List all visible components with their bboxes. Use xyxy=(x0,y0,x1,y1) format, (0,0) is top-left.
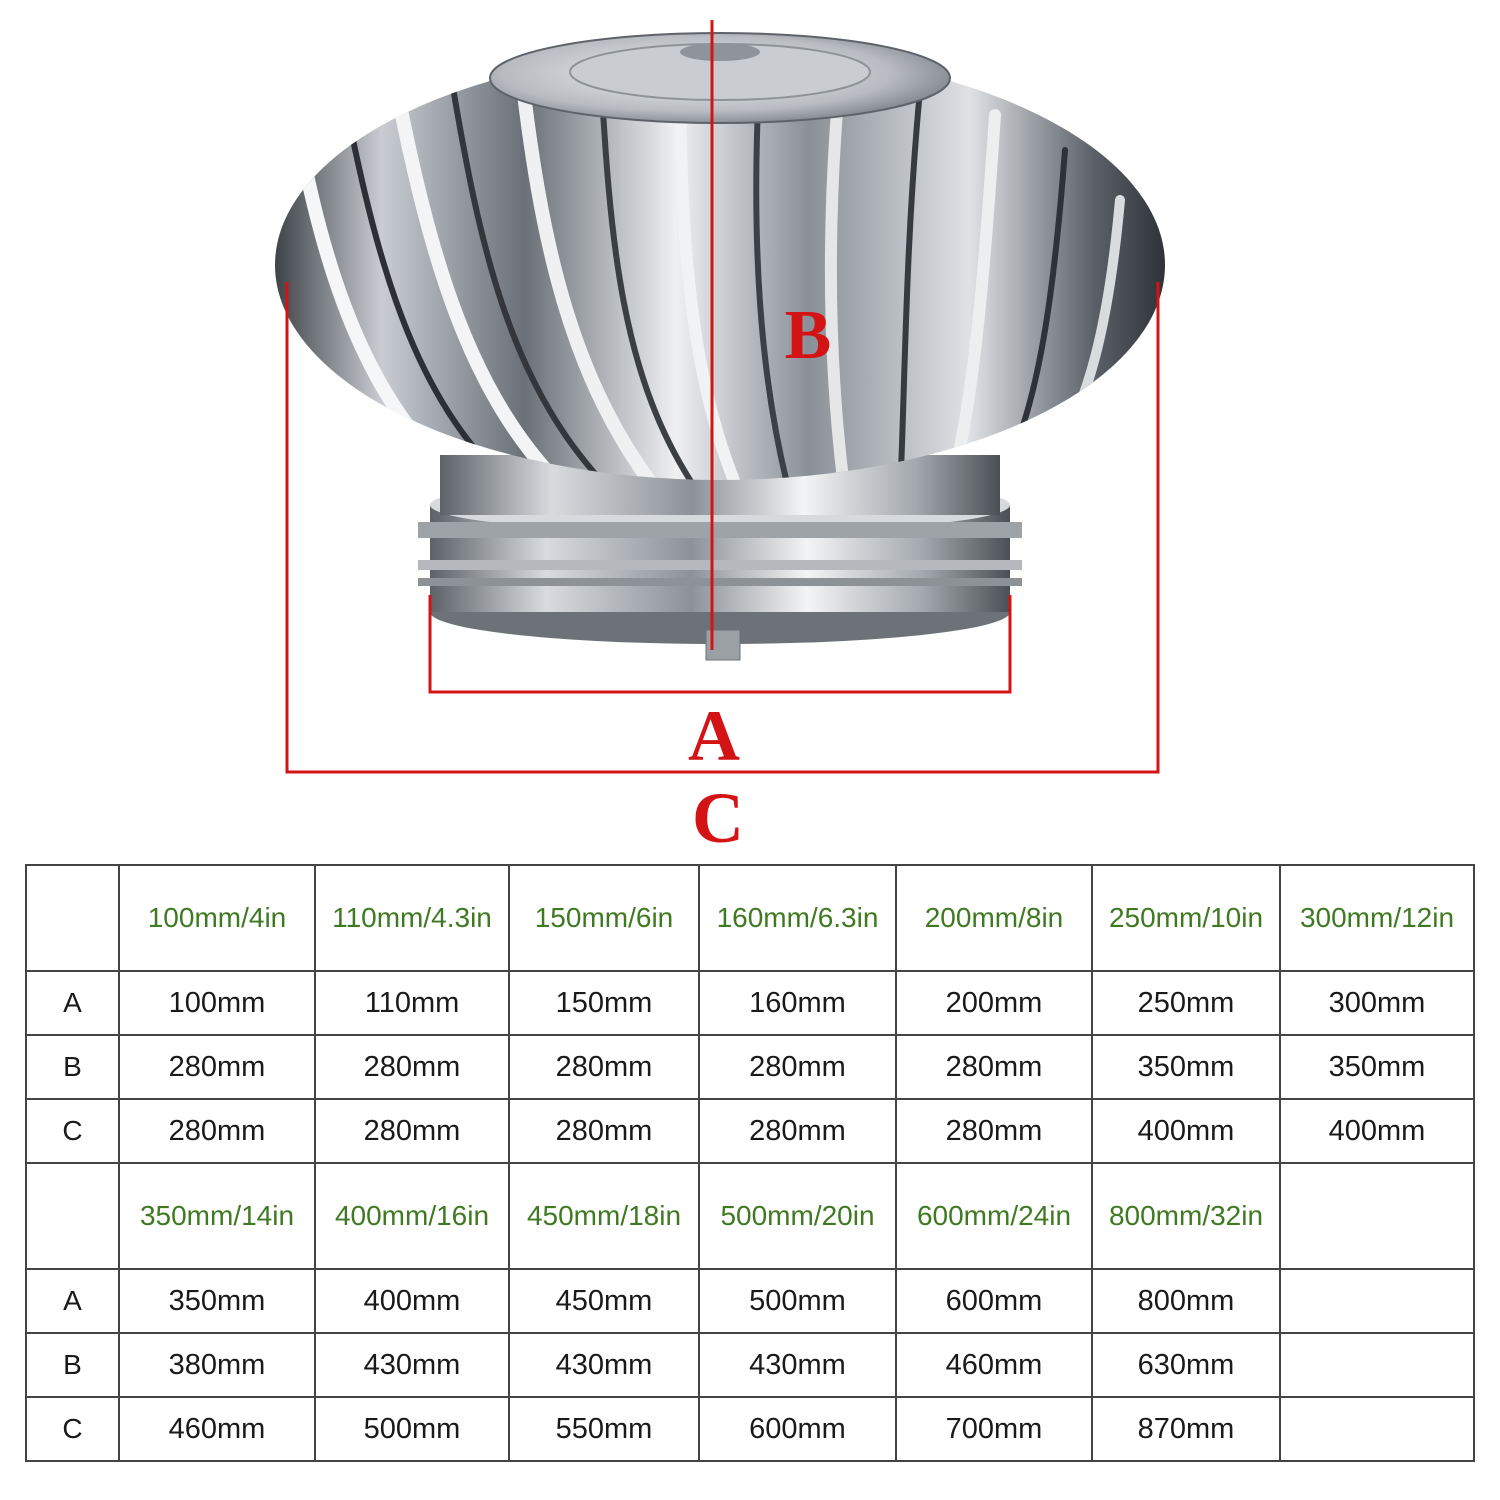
size-header: 350mm/14in xyxy=(118,1162,316,1270)
table-cell: 280mm xyxy=(508,1098,700,1164)
table-cell: 200mm xyxy=(895,970,1093,1036)
size-header: 250mm/10in xyxy=(1091,864,1281,972)
row-label: A xyxy=(25,1268,120,1334)
table-cell: 280mm xyxy=(895,1098,1093,1164)
table-cell: 450mm xyxy=(508,1268,700,1334)
table-cell: 400mm xyxy=(1091,1098,1281,1164)
size-header: 500mm/20in xyxy=(698,1162,897,1270)
table-cell: 400mm xyxy=(314,1268,510,1334)
table-cell: 280mm xyxy=(314,1098,510,1164)
table-row: C 460mm 500mm 550mm 600mm 700mm 870mm xyxy=(25,1396,1475,1462)
table-cell: 870mm xyxy=(1091,1396,1281,1462)
table-cell: 400mm xyxy=(1279,1098,1475,1164)
table-cell xyxy=(1279,1332,1475,1398)
size-header: 600mm/24in xyxy=(895,1162,1093,1270)
table-cell: 250mm xyxy=(1091,970,1281,1036)
corner-cell xyxy=(25,864,120,972)
dimension-label-c: C xyxy=(692,778,744,850)
dimension-label-b: B xyxy=(785,297,832,374)
size-header: 150mm/6in xyxy=(508,864,700,972)
table-cell: 600mm xyxy=(698,1396,897,1462)
row-label: B xyxy=(25,1034,120,1100)
size-header: 400mm/16in xyxy=(314,1162,510,1270)
row-label: C xyxy=(25,1396,120,1462)
table-cell xyxy=(1279,1268,1475,1334)
table-cell: 350mm xyxy=(118,1268,316,1334)
turbine-ventilator-diagram: A B C xyxy=(275,20,1165,850)
table-header-row: 350mm/14in 400mm/16in 450mm/18in 500mm/2… xyxy=(25,1162,1475,1270)
ventilator-dome xyxy=(275,32,1165,480)
table-row: B 280mm 280mm 280mm 280mm 280mm 350mm 35… xyxy=(25,1034,1475,1100)
row-label: C xyxy=(25,1098,120,1164)
size-header: 450mm/18in xyxy=(508,1162,700,1270)
table-cell xyxy=(1279,1396,1475,1462)
table-cell: 460mm xyxy=(118,1396,316,1462)
table-cell: 630mm xyxy=(1091,1332,1281,1398)
table-row: B 380mm 430mm 430mm 430mm 460mm 630mm xyxy=(25,1332,1475,1398)
dimension-label-a: A xyxy=(688,696,740,776)
size-header: 800mm/32in xyxy=(1091,1162,1281,1270)
table-cell: 430mm xyxy=(314,1332,510,1398)
table-row: A 350mm 400mm 450mm 500mm 600mm 800mm xyxy=(25,1268,1475,1334)
row-label: A xyxy=(25,970,120,1036)
table-cell: 500mm xyxy=(698,1268,897,1334)
table-cell: 600mm xyxy=(895,1268,1093,1334)
table-header-row: 100mm/4in 110mm/4.3in 150mm/6in 160mm/6.… xyxy=(25,864,1475,972)
table-cell: 550mm xyxy=(508,1396,700,1462)
size-header: 100mm/4in xyxy=(118,864,316,972)
row-label: B xyxy=(25,1332,120,1398)
table-cell: 280mm xyxy=(118,1098,316,1164)
size-header: 200mm/8in xyxy=(895,864,1093,972)
table-cell: 280mm xyxy=(508,1034,700,1100)
table-cell: 300mm xyxy=(1279,970,1475,1036)
table-row: C 280mm 280mm 280mm 280mm 280mm 400mm 40… xyxy=(25,1098,1475,1164)
table-cell: 500mm xyxy=(314,1396,510,1462)
corner-cell xyxy=(25,1162,120,1270)
table-cell: 430mm xyxy=(698,1332,897,1398)
table-cell: 460mm xyxy=(895,1332,1093,1398)
table-cell: 160mm xyxy=(698,970,897,1036)
ventilator-base xyxy=(418,455,1022,661)
table-cell: 280mm xyxy=(698,1034,897,1100)
size-header: 160mm/6.3in xyxy=(698,864,897,972)
table-cell: 110mm xyxy=(314,970,510,1036)
table-cell: 430mm xyxy=(508,1332,700,1398)
size-header: 300mm/12in xyxy=(1279,864,1475,972)
table-cell: 350mm xyxy=(1279,1034,1475,1100)
table-cell: 350mm xyxy=(1091,1034,1281,1100)
size-header: 110mm/4.3in xyxy=(314,864,510,972)
table-cell: 280mm xyxy=(118,1034,316,1100)
table-cell: 380mm xyxy=(118,1332,316,1398)
size-header xyxy=(1279,1162,1475,1270)
table-cell: 280mm xyxy=(698,1098,897,1164)
table-cell: 800mm xyxy=(1091,1268,1281,1334)
table-cell: 280mm xyxy=(314,1034,510,1100)
dimension-lines xyxy=(285,20,1160,774)
table-cell: 280mm xyxy=(895,1034,1093,1100)
table-cell: 150mm xyxy=(508,970,700,1036)
table-row: A 100mm 110mm 150mm 160mm 200mm 250mm 30… xyxy=(25,970,1475,1036)
table-cell: 100mm xyxy=(118,970,316,1036)
size-table: 100mm/4in 110mm/4.3in 150mm/6in 160mm/6.… xyxy=(25,864,1475,1462)
dimension-line-a xyxy=(428,595,1012,694)
dimension-line-c xyxy=(285,282,1160,774)
table-cell: 700mm xyxy=(895,1396,1093,1462)
